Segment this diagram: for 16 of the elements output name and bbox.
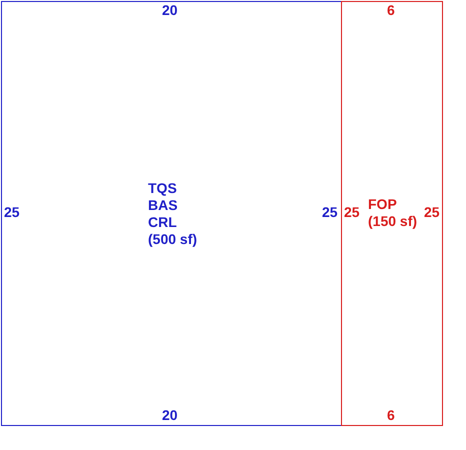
dimension-label: 25 (344, 204, 360, 220)
area-label: FOP (368, 196, 397, 213)
dimension-label: 6 (387, 407, 395, 423)
area-label: CRL (148, 214, 177, 231)
area-label: TQS (148, 180, 177, 197)
dimension-label: 25 (424, 204, 440, 220)
dimension-label: 25 (322, 204, 338, 220)
area-label: (500 sf) (148, 231, 198, 248)
area-label: BAS (148, 197, 178, 214)
porch-outline (341, 1, 443, 426)
room-outline (1, 1, 342, 426)
dimension-label: 20 (162, 407, 178, 423)
dimension-label: 25 (4, 204, 20, 220)
dimension-label: 20 (162, 2, 178, 18)
dimension-label: 6 (387, 2, 395, 18)
area-label: (150 sf) (368, 213, 418, 230)
